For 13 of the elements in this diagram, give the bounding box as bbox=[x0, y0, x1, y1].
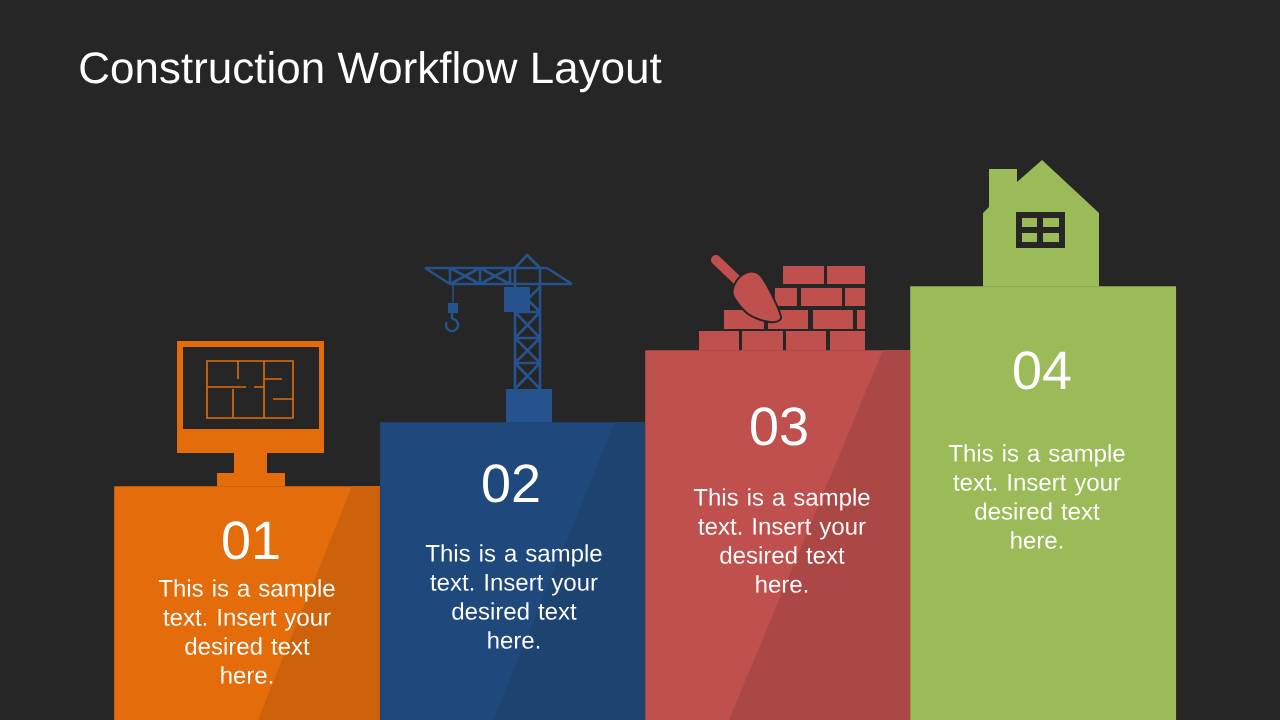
description-text: This is a sample text. Insert your desired text here. bbox=[693, 488, 870, 593]
step-number: 03 bbox=[751, 407, 807, 446]
step-bar bbox=[114, 486, 381, 720]
step-number: 01 bbox=[223, 521, 279, 560]
title: Construction Workflow Layout bbox=[80, 51, 662, 93]
step-bar bbox=[380, 422, 646, 720]
description-text: This is a sample text. Insert your desired text here. bbox=[425, 544, 602, 649]
description-text: This is a sample text. Insert your desired text here. bbox=[158, 579, 335, 684]
step-bar bbox=[910, 286, 1177, 720]
step-number: 02 bbox=[483, 464, 539, 503]
step-bar bbox=[645, 350, 911, 720]
description-text: This is a sample text. Insert your desired text here. bbox=[948, 444, 1125, 549]
step-number: 04 bbox=[1014, 351, 1071, 390]
